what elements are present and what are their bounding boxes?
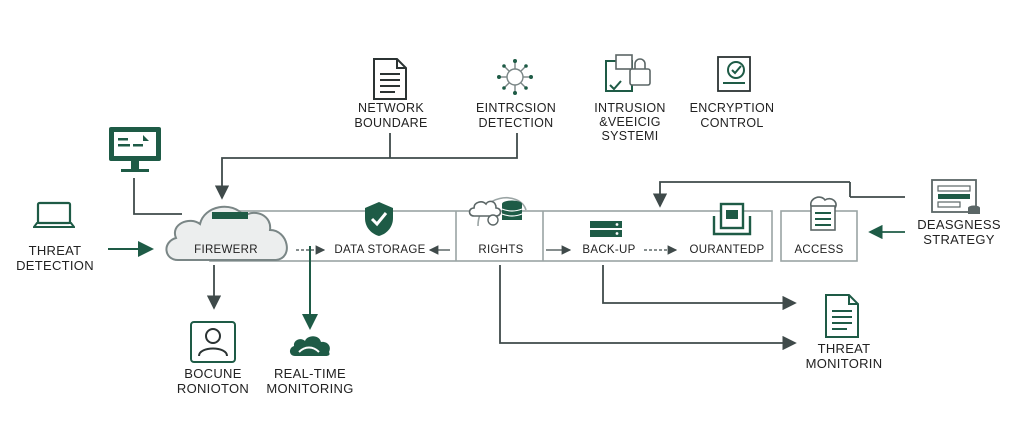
realtime-monitoring-label: REAL-TIME MONITORING bbox=[266, 366, 354, 396]
shield-check-icon bbox=[362, 200, 396, 238]
report-icon bbox=[823, 293, 861, 339]
monitor-icon bbox=[107, 125, 163, 175]
rights-label: RIGHTS bbox=[478, 244, 524, 256]
network-boundary-label: NETWORK BOUNDARE bbox=[354, 101, 428, 130]
virus-icon bbox=[493, 57, 537, 97]
database-cloud-icon bbox=[458, 186, 544, 230]
document-icon bbox=[371, 57, 409, 101]
quarantined-label: OURANTEDP bbox=[689, 244, 765, 256]
user-icon bbox=[189, 320, 237, 364]
laptop-icon bbox=[33, 201, 75, 231]
vault-icon bbox=[712, 202, 752, 236]
eintrusion-detection-label: EINTRCSION DETECTION bbox=[475, 101, 557, 130]
strategy-server-icon bbox=[930, 178, 982, 218]
firewall-label: FIREWERR bbox=[194, 244, 258, 256]
data-storage-label: DATA STORAGE bbox=[334, 244, 426, 256]
access-cloud-icon bbox=[805, 194, 841, 234]
bocune-ronioton-label: BOCUNE RONIOTON bbox=[176, 366, 250, 396]
backup-label: BACK-UP bbox=[582, 244, 636, 256]
diagnosis-strategy-label: DEASGNESS STRATEGY bbox=[917, 217, 1001, 247]
certificate-icon bbox=[714, 55, 756, 95]
intrusion-icon bbox=[604, 53, 654, 97]
cloud-icon bbox=[160, 198, 296, 264]
intrusion-systems-label: INTRUSION &VEEICIG SYSTEMI bbox=[594, 101, 666, 143]
threat-detection-label: THREAT DETECTION bbox=[16, 243, 94, 273]
server-icon bbox=[589, 220, 623, 238]
encryption-control-label: ENCRYPTION CONTROL bbox=[689, 101, 775, 130]
access-label: ACCESS bbox=[794, 244, 844, 256]
realtime-cloud-icon bbox=[287, 332, 333, 358]
threat-monitoring-label: THREAT MONITORIN bbox=[805, 341, 883, 371]
